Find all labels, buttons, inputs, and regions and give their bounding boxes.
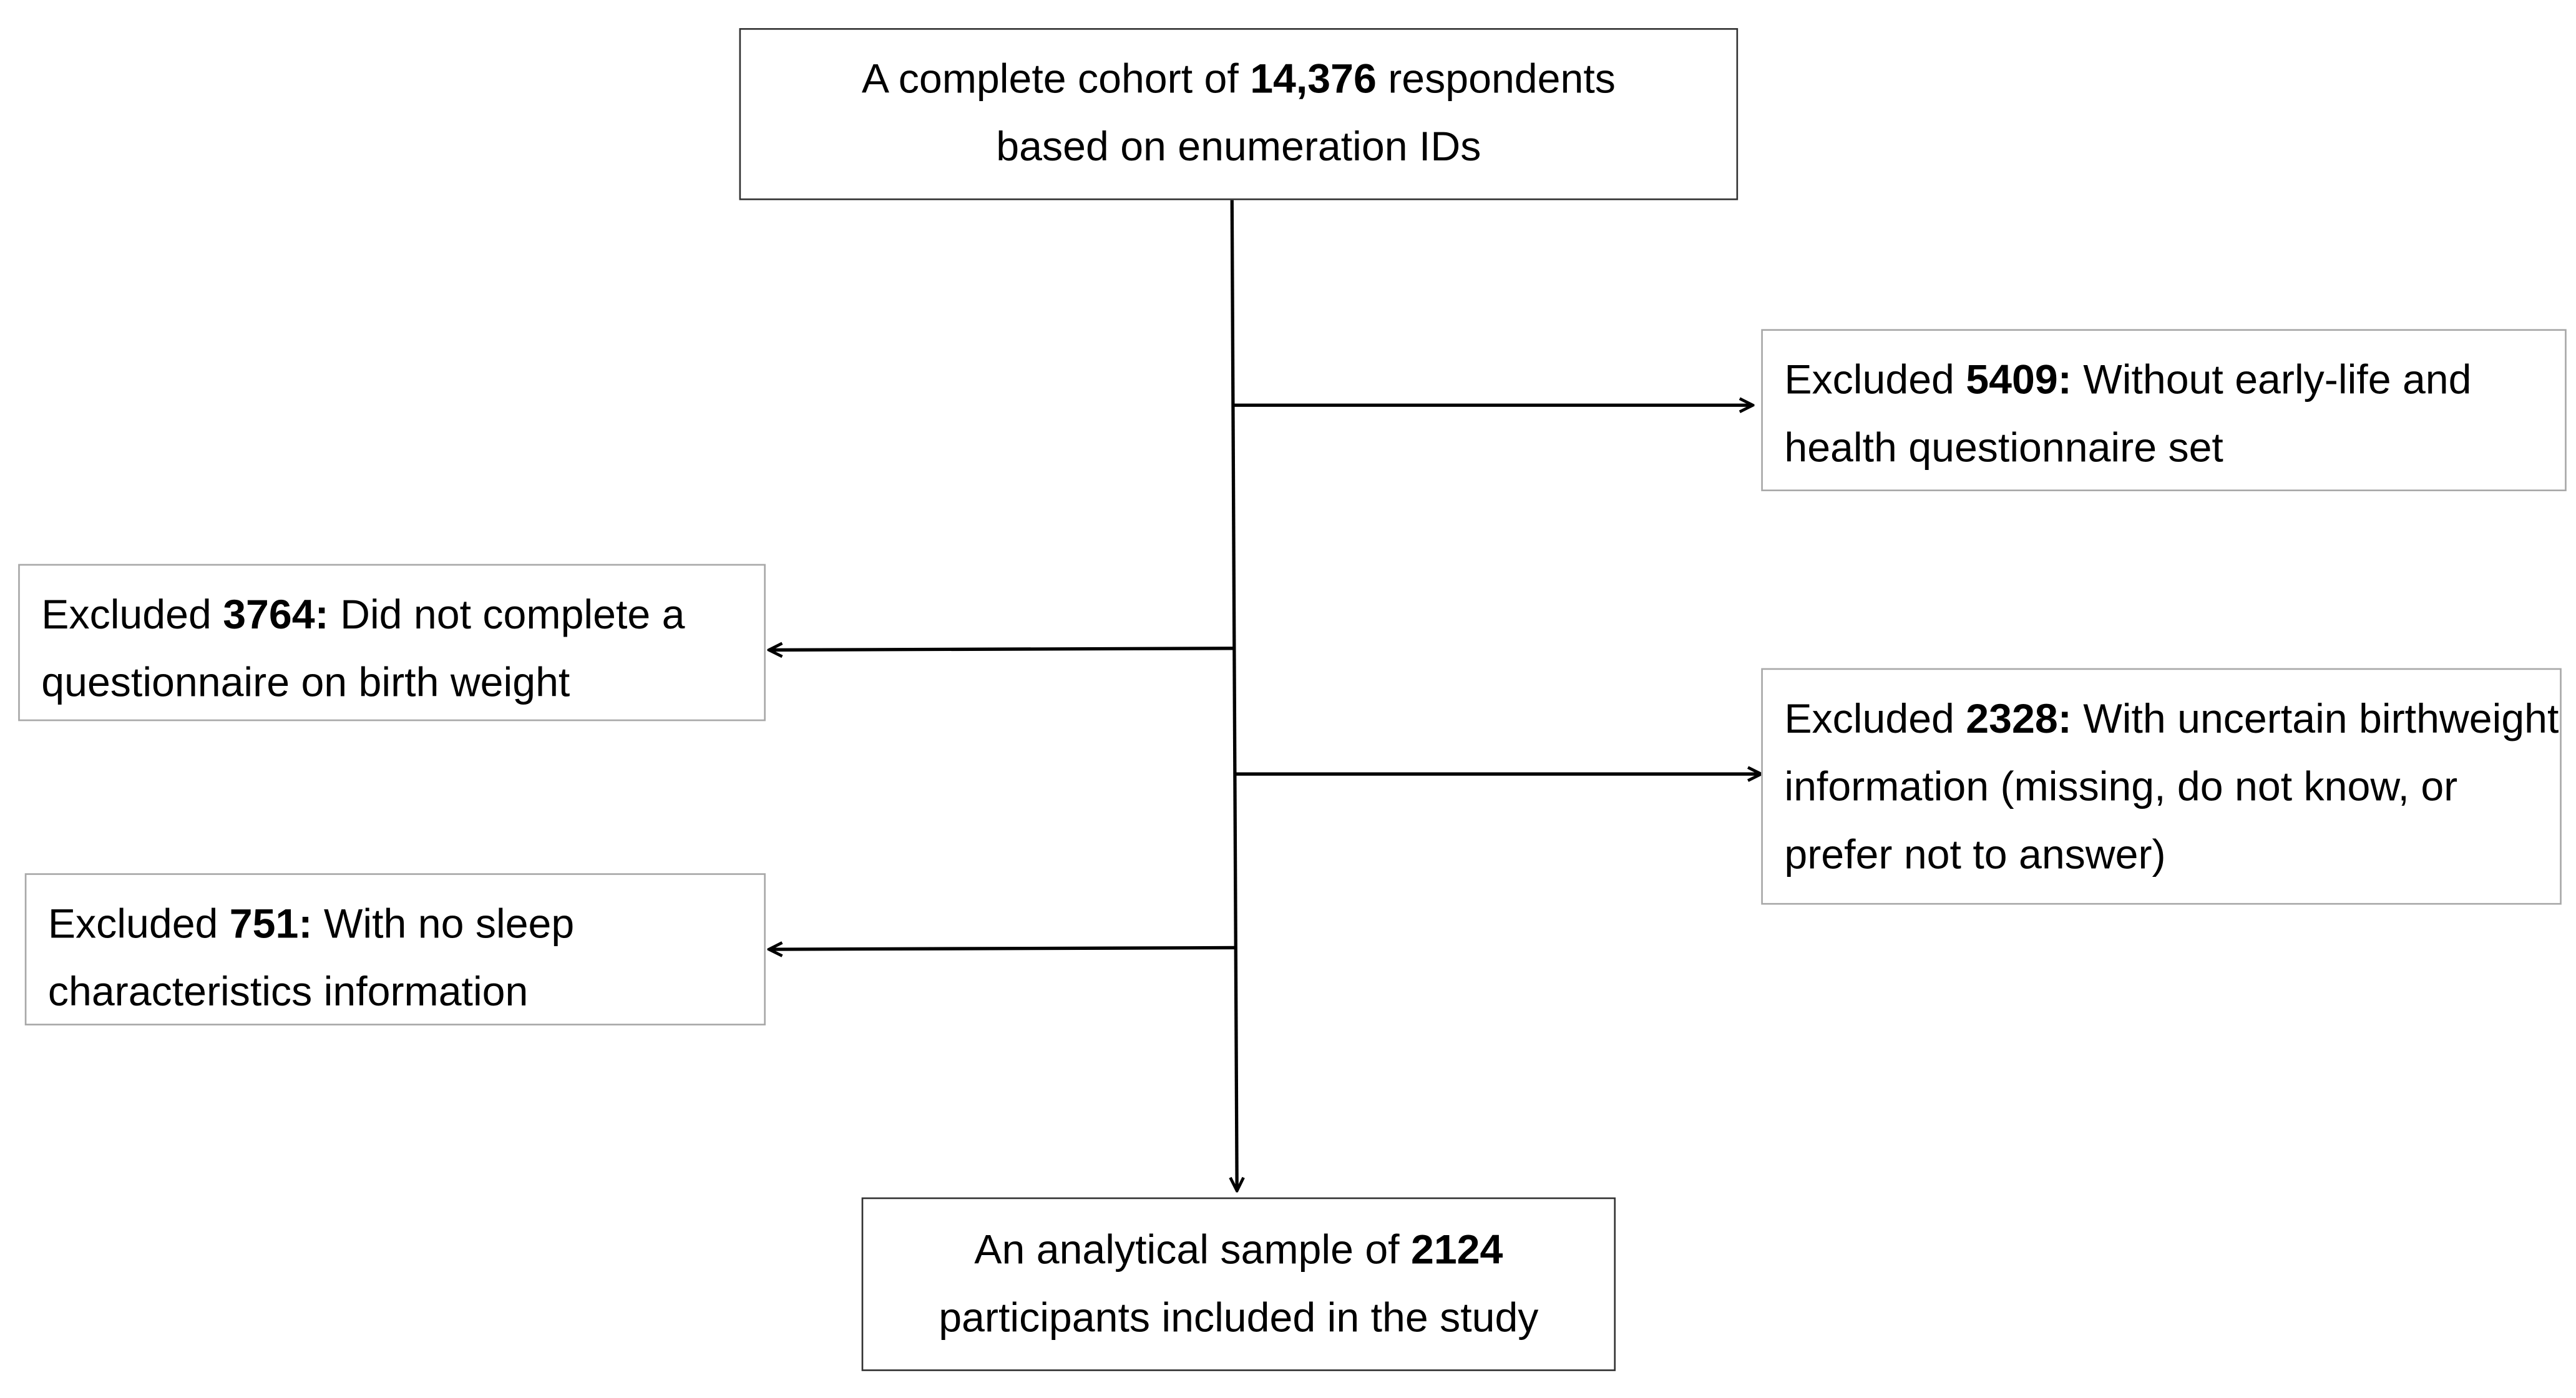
arrow-to-exclusion-2 [769, 648, 1236, 650]
main-vertical-line [1232, 200, 1237, 1191]
exclusion-box-1: Excluded 5409: Without early-life and he… [1761, 329, 2567, 492]
cohort-box: A complete cohort of 14,376 respondents … [739, 28, 1739, 200]
sample-box: An analytical sample of 2124 participant… [861, 1197, 1616, 1371]
exclusion-box-3: Excluded 2328: With uncertain birthweigh… [1761, 668, 2562, 905]
cohort-text: A complete cohort of 14,376 respondents … [861, 56, 1616, 170]
exclusion-box-2: Excluded 3764: Did not complete a questi… [18, 564, 766, 721]
sample-text: An analytical sample of 2124 participant… [939, 1226, 1539, 1341]
arrow-to-exclusion-4 [769, 947, 1237, 949]
exclusion-box-4: Excluded 751: With no sleep characterist… [24, 873, 766, 1025]
